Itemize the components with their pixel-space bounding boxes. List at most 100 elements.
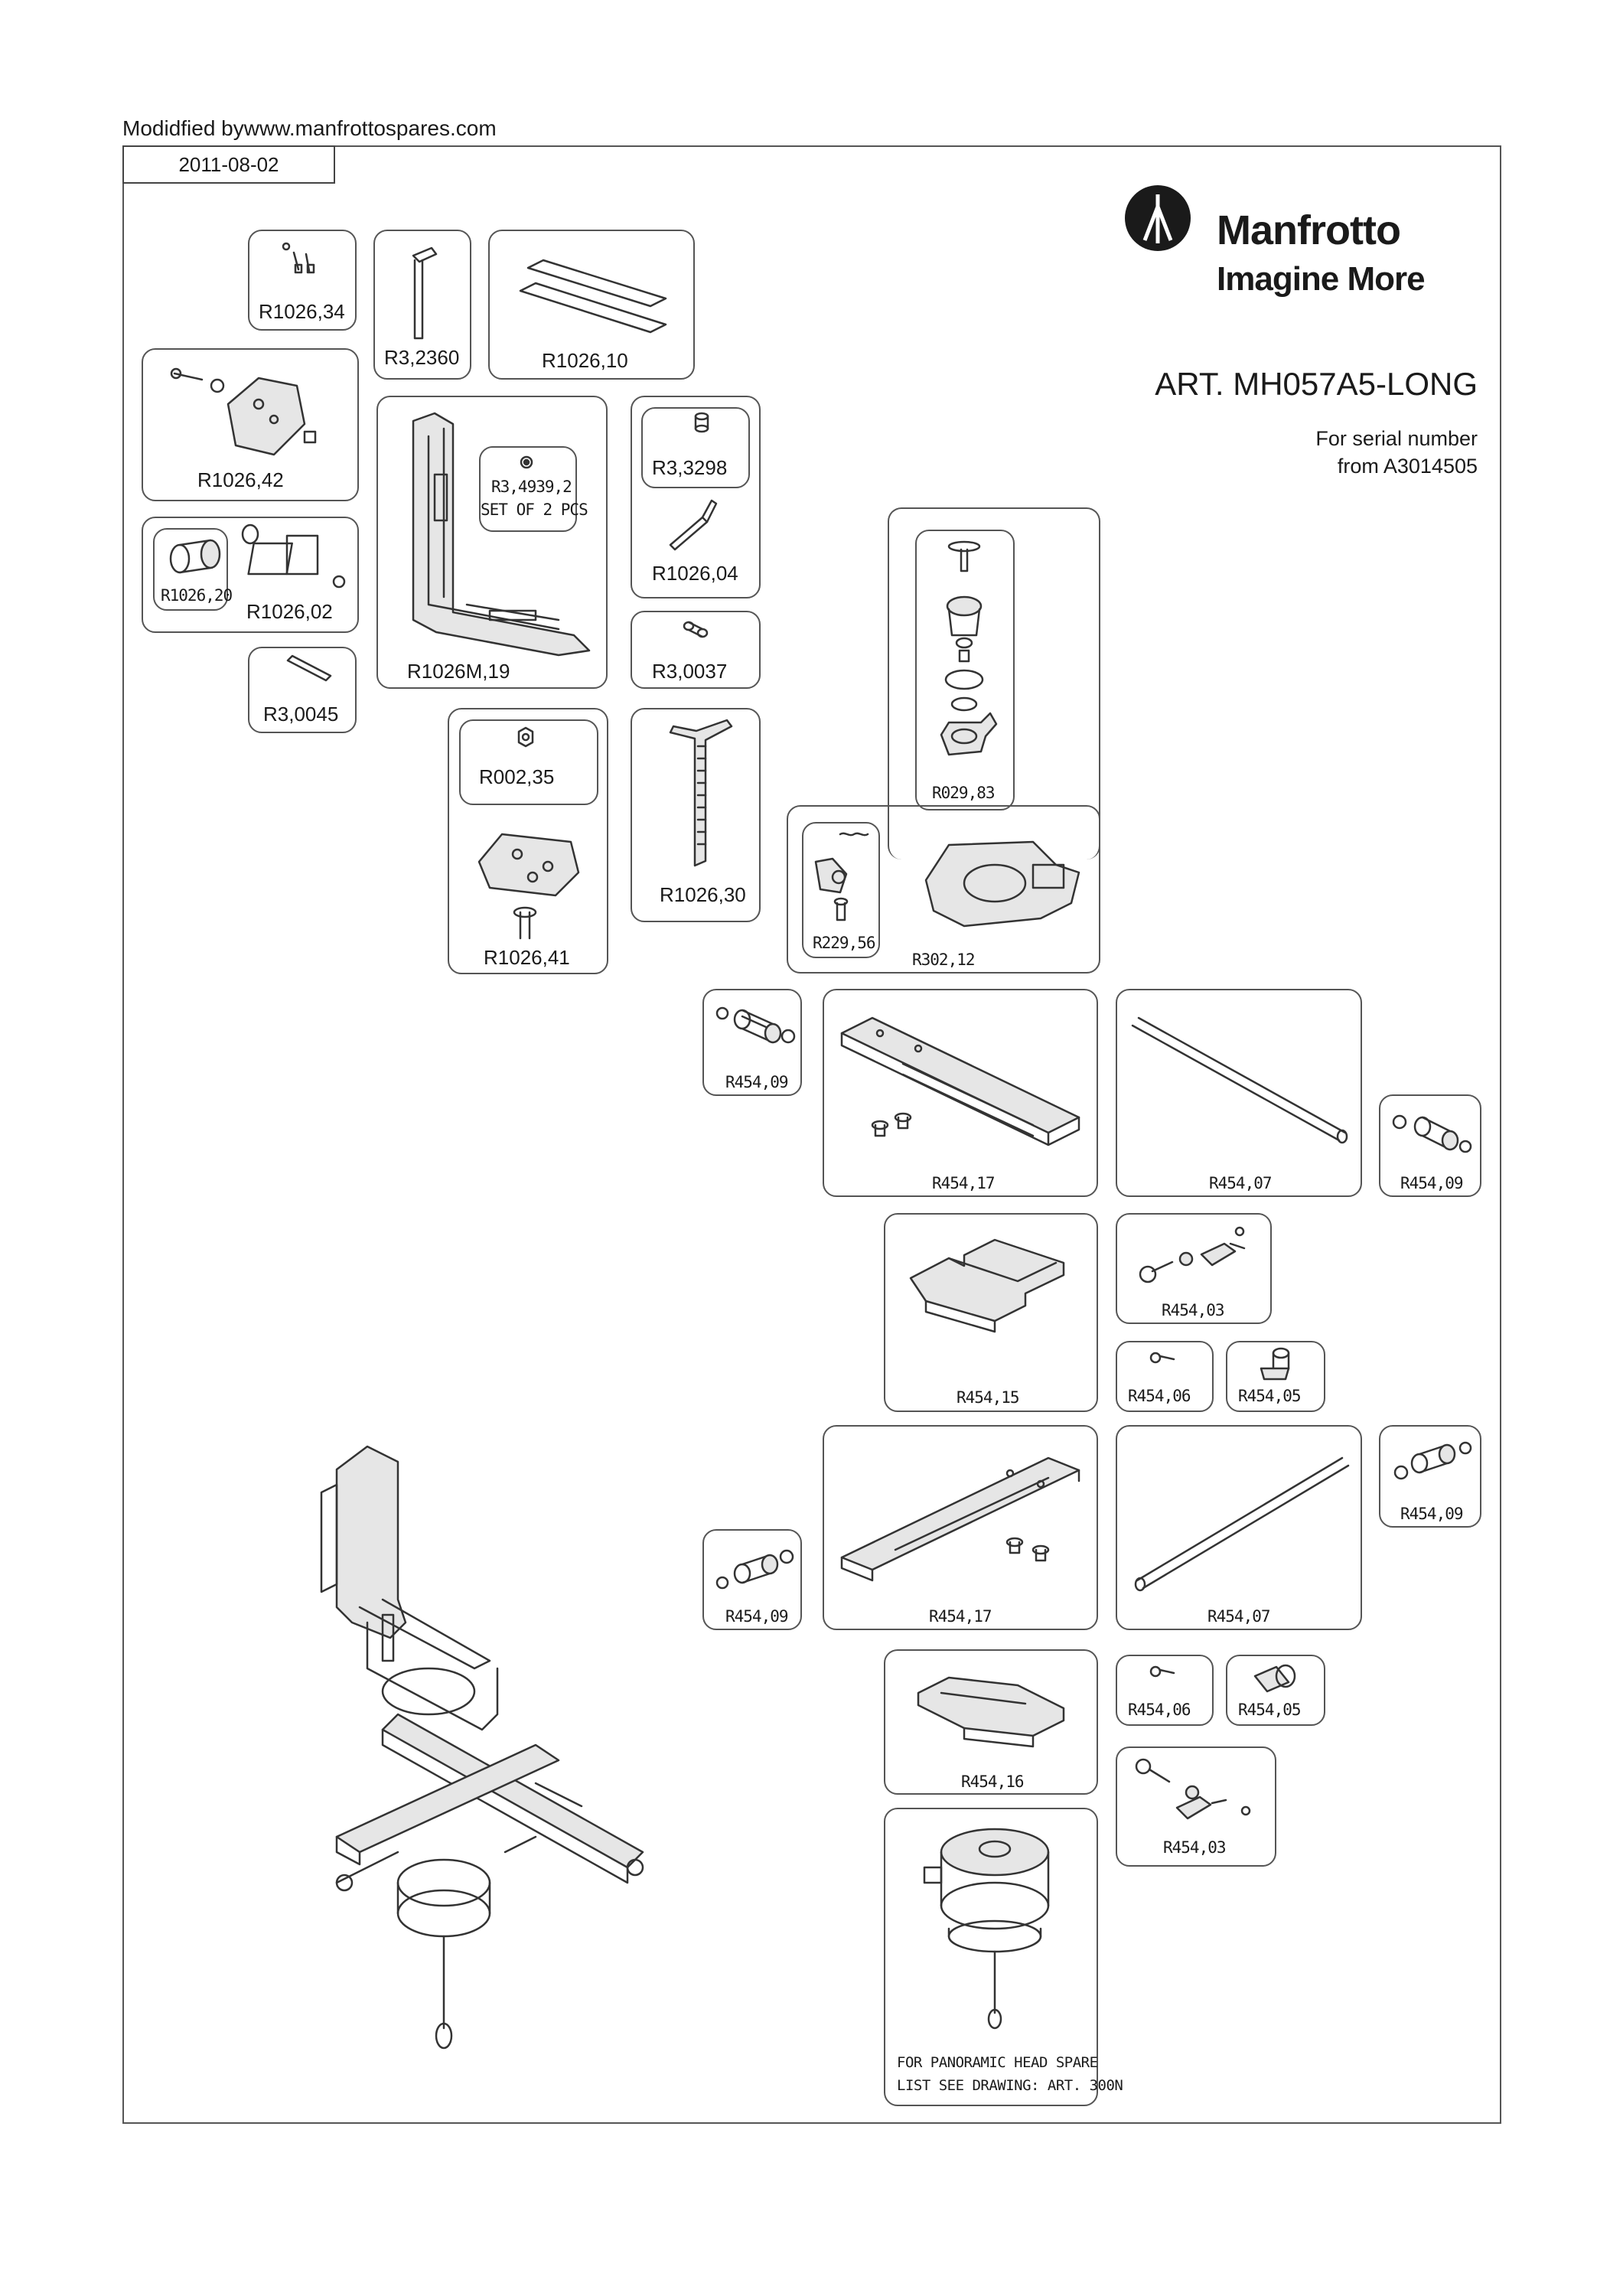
part-label-r1026-10: R1026,10 (542, 349, 628, 372)
clamp-screw-stack-illustration (940, 540, 998, 756)
part-label-r454-07-b: R454,07 (1207, 1607, 1271, 1626)
part-box-r454-06-a (1116, 1341, 1214, 1412)
pin-illustration (286, 654, 332, 682)
part-box-r002-35 (459, 719, 598, 805)
sleeve-illustration (1392, 1114, 1472, 1153)
l-bracket-illustration (412, 412, 591, 657)
part-label-r454-09-c: R454,09 (1400, 1505, 1464, 1523)
end-cap-illustration (1253, 1664, 1296, 1693)
knob-screw-set-illustration (1139, 1226, 1246, 1283)
part-box-r1026m-19 (376, 396, 608, 689)
part-box-r302-12-group (787, 805, 1100, 974)
grub-screw-illustration (683, 621, 709, 638)
lever-with-spring-illustration (814, 832, 869, 921)
panoramic-note-line-1: FOR PANORAMIC HEAD SPARE (897, 2054, 1098, 2071)
clamp-body-illustration (924, 840, 1080, 928)
nut-illustration (517, 726, 534, 748)
part-label-r454-16: R454,16 (961, 1773, 1025, 1791)
brand-name: Manfrotto (1217, 207, 1401, 253)
part-box-r454-09-d (702, 1529, 802, 1630)
date-box: 2011-08-02 (122, 145, 335, 184)
end-cap-illustration (1260, 1347, 1290, 1381)
part-box-r1026-30 (631, 708, 761, 922)
small-screw-illustration (1149, 1352, 1175, 1364)
serial-line-1: For serial number (1315, 427, 1478, 450)
part-box-r454-09-b (1379, 1094, 1481, 1197)
hex-key-illustration (412, 246, 438, 340)
quick-release-plate-illustration (477, 833, 580, 940)
part-label-r3-3298: R3,3298 (652, 456, 728, 479)
part-box-r454-09-a (702, 989, 802, 1096)
part-label-r454-09-d: R454,09 (725, 1607, 789, 1626)
sleeve-illustration (715, 1549, 794, 1590)
panoramic-note-line-2: LIST SEE DRAWING: ART. 300N (897, 2077, 1123, 2094)
part-box-r229-56 (802, 822, 880, 958)
part-box-r454-07-b (1116, 1425, 1362, 1630)
part-label-r1026-41: R1026,41 (484, 946, 570, 969)
part-box-r454-05-a (1226, 1341, 1325, 1412)
sliding-clamp-illustration (909, 1238, 1065, 1333)
part-label-r454-07-a: R454,07 (1209, 1174, 1273, 1192)
scale-ruler-illustration (669, 719, 733, 867)
part-box-r454-03-b (1116, 1746, 1276, 1867)
part-box-r454-09-c (1379, 1425, 1481, 1528)
part-label-r454-15: R454,15 (957, 1388, 1020, 1407)
part-label-r454-06-a: R454,06 (1128, 1387, 1191, 1405)
part-box-r3-4939-2 (479, 446, 577, 532)
part-box-r1026-41 (448, 708, 608, 974)
part-label-r454-05-a: R454,05 (1238, 1387, 1302, 1405)
serial-line-2: from A3014505 (1337, 455, 1478, 478)
part-label-r454-05-b: R454,05 (1238, 1701, 1302, 1719)
part-box-r3-0037 (631, 611, 761, 689)
part-label-r1026-20: R1026,20 (161, 586, 233, 605)
part-box-r3-2360 (373, 230, 471, 380)
panoramic-head-illustration (923, 1828, 1050, 2030)
part-label-r454-03-b: R454,03 (1163, 1838, 1227, 1857)
part-label-r1026-30: R1026,30 (660, 883, 746, 906)
part-box-r454-16 (884, 1649, 1098, 1795)
date-text: 2011-08-02 (178, 152, 279, 176)
part-box-panoramic-head (884, 1808, 1098, 2106)
part-box-r029-83-group (888, 507, 1100, 859)
part-box-r454-17-a (823, 989, 1098, 1197)
sleeve-illustration (1393, 1441, 1472, 1480)
small-screws-illustration (282, 242, 315, 274)
sliding-rail-illustration (840, 1016, 1080, 1146)
part-box-r1026-20 (153, 528, 228, 611)
panoramic-note: FOR PANORAMIC HEAD SPARE LIST SEE DRAWIN… (897, 2051, 1123, 2097)
bent-pin-illustration (669, 499, 718, 551)
plate-with-screw-illustration (170, 367, 317, 456)
part-box-r3-0045 (248, 647, 357, 733)
part-box-r454-15 (884, 1213, 1098, 1412)
part-label-r302-12: R302,12 (912, 951, 976, 969)
small-knob-illustration (520, 455, 533, 469)
sleeve-and-plate-illustration (169, 523, 346, 589)
part-box-r454-05-b (1226, 1655, 1325, 1726)
sliding-rail-illustration (840, 1456, 1080, 1582)
part-box-r1026-02 (142, 517, 359, 633)
set-screw-illustration (694, 412, 709, 433)
part-label-r3-2360: R3,2360 (384, 346, 460, 369)
part-box-r454-03-a (1116, 1213, 1272, 1324)
part-label-r029-83: R029,83 (932, 784, 996, 802)
part-label-r3-4939-2: R3,4939,2 (491, 478, 572, 496)
part-box-r1026-04 (631, 396, 761, 598)
modified-by-note: Modidfied bywww.manfrottospares.com (122, 116, 497, 140)
part-label-r1026-04: R1026,04 (652, 562, 738, 585)
knob-screw-set-illustration (1135, 1758, 1251, 1820)
assembled-head-illustration (320, 1445, 644, 2050)
small-screw-illustration (1149, 1665, 1175, 1678)
rod-illustration (1131, 1016, 1348, 1144)
sliding-clamp-illustration (917, 1676, 1065, 1748)
part-box-r1026-42 (142, 348, 359, 501)
drawing-frame (122, 145, 1501, 2124)
spring-strips-illustration (519, 259, 667, 334)
part-label-r1026-42: R1026,42 (197, 468, 284, 491)
part-label-r454-17-a: R454,17 (932, 1174, 996, 1192)
part-box-r3-3298 (641, 407, 750, 488)
part-box-r1026-10 (488, 230, 695, 380)
part-box-r1026-34 (248, 230, 357, 331)
part-box-r029-83 (915, 530, 1015, 810)
part-label-r1026-34: R1026,34 (259, 300, 345, 323)
part-box-r454-17-b (823, 1425, 1098, 1630)
